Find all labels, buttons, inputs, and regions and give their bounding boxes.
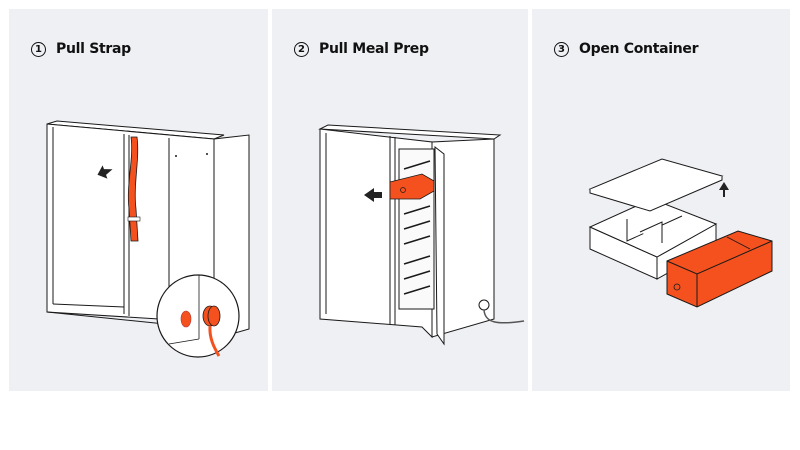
detail-zoom-circle: [156, 274, 240, 358]
step-1-panel: 1 Pull Strap: [9, 9, 268, 391]
cabinet-drawer-illustration: [318, 124, 525, 346]
step-label: Pull Strap: [56, 41, 131, 57]
step-label: Open Container: [579, 41, 699, 57]
arrow-left-icon: [364, 188, 382, 202]
orange-container-icon: [666, 230, 773, 308]
step-2-panel: 2 Pull Meal Prep: [272, 9, 528, 391]
cabinet-strap-illustration: [46, 120, 250, 358]
step-number-badge: 1: [31, 41, 46, 57]
meal-prep-container-icon: [389, 173, 435, 200]
container-open-illustration: [588, 158, 773, 308]
step-1-title: 1 Pull Strap: [31, 41, 131, 57]
step-3-title: 3 Open Container: [554, 41, 699, 57]
step-label: Pull Meal Prep: [319, 41, 429, 57]
step-number-badge: 3: [554, 41, 569, 57]
arrow-left-icon: [97, 165, 113, 179]
step-number-badge: 2: [294, 41, 309, 57]
step-3-panel: 3 Open Container: [532, 9, 790, 391]
arrow-up-icon: [719, 182, 729, 197]
strap-icon: [127, 136, 139, 242]
step-2-title: 2 Pull Meal Prep: [294, 41, 429, 57]
power-plug-icon: [478, 299, 490, 311]
